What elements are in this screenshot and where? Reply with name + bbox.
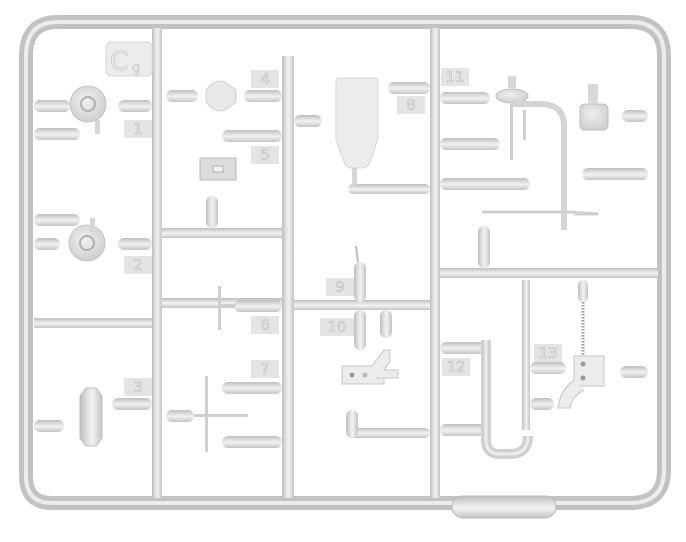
part-8-paddle: 8 — [294, 77, 430, 186]
svg-text:7: 7 — [260, 360, 270, 378]
svg-text:12: 12 — [446, 358, 465, 376]
svg-text:g: g — [132, 61, 140, 76]
svg-text:9: 9 — [335, 278, 345, 296]
runners — [34, 28, 658, 498]
part-7-handle: 7 — [166, 360, 282, 452]
svg-text:2: 2 — [133, 256, 143, 274]
part-12-j-pipe: 12 — [440, 340, 533, 459]
part-13-spring-bracket: 13 — [530, 280, 648, 410]
part-1-wheel: 1 — [34, 85, 152, 140]
svg-text:3: 3 — [133, 378, 143, 396]
svg-text:4: 4 — [260, 70, 270, 88]
part-9-lever: 9 — [326, 245, 366, 302]
part-5-box: 5 — [199, 130, 282, 228]
sprue-id-tab: C g — [105, 41, 153, 77]
svg-text:1: 1 — [133, 120, 143, 138]
svg-text:8: 8 — [406, 96, 416, 114]
svg-text:13: 13 — [538, 344, 557, 362]
svg-text:6: 6 — [260, 316, 270, 334]
svg-text:5: 5 — [260, 146, 270, 164]
sprue-frame — [19, 15, 671, 519]
part-4-flower-plate: 4 — [166, 70, 282, 112]
svg-text:C: C — [110, 47, 128, 77]
svg-text:10: 10 — [327, 318, 346, 336]
part-2-wheel: 2 — [34, 214, 152, 274]
part-3-barrel: 3 — [34, 378, 152, 447]
part-10-clamp: 10 — [320, 310, 399, 438]
part-6-t-rod: 6 — [218, 286, 282, 334]
svg-text:11: 11 — [445, 68, 464, 86]
part-11-pipe-assembly: 11 — [440, 68, 648, 268]
